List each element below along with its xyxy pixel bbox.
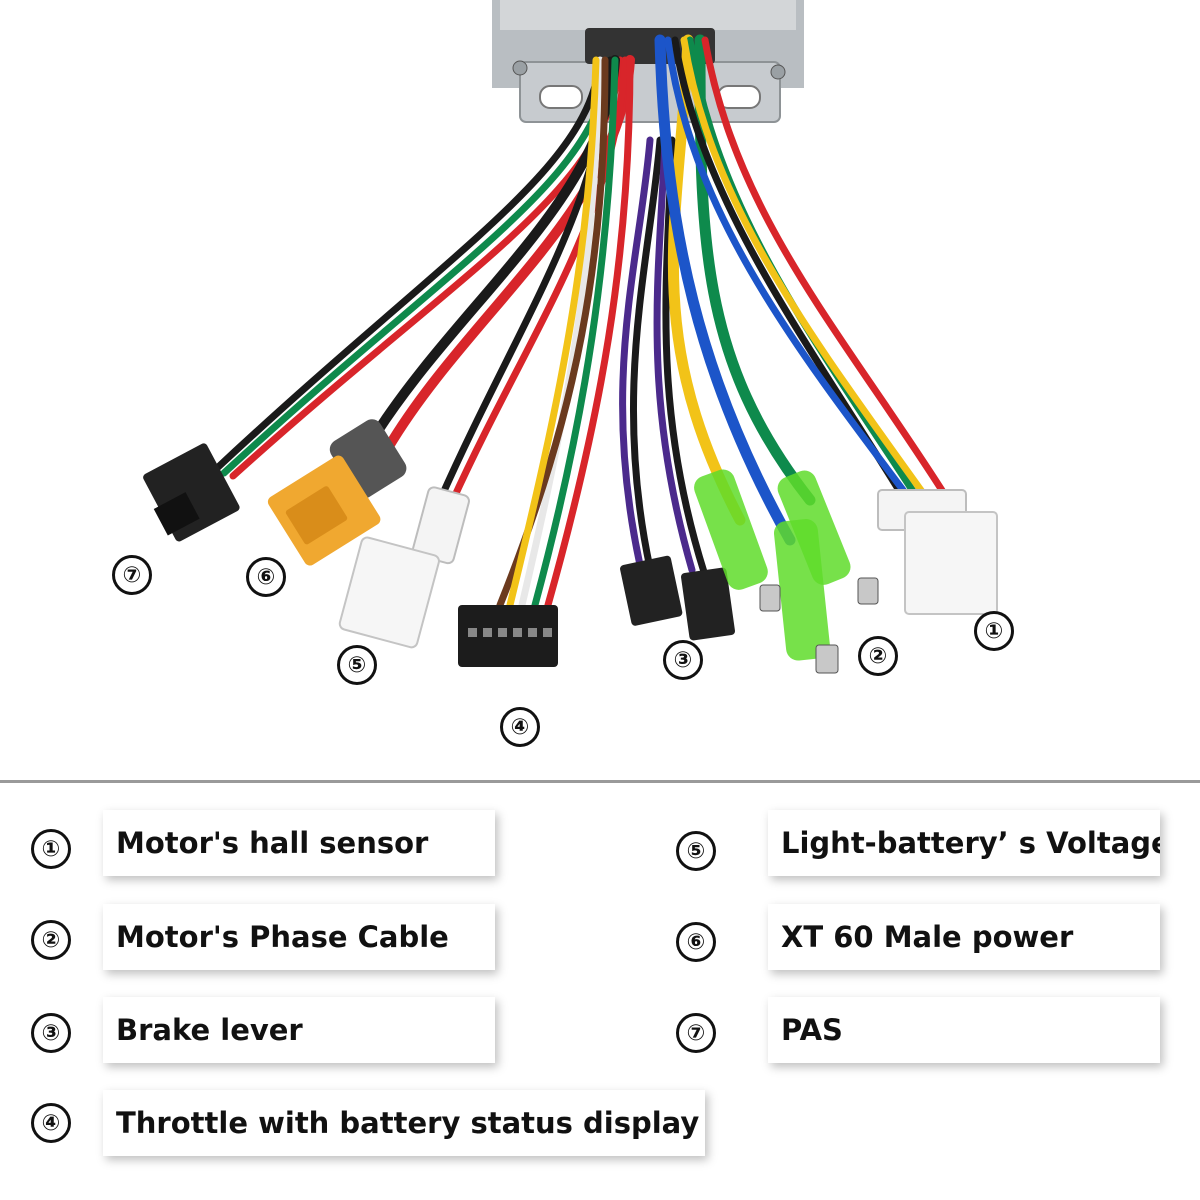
legend-num-5: ⑤ <box>676 831 716 871</box>
phase-connectors <box>694 469 879 674</box>
callout-6: ⑥ <box>246 557 286 597</box>
legend-num-4: ④ <box>31 1103 71 1143</box>
legend-num-7: ⑦ <box>676 1013 716 1053</box>
legend-text-3: Brake lever <box>103 997 495 1063</box>
legend-text-7: PAS <box>768 997 1160 1063</box>
wire-hall-blue <box>664 36 916 506</box>
callout-2: ② <box>858 636 898 676</box>
wire-brake-black-1 <box>629 136 664 572</box>
callout-5: ⑤ <box>337 645 377 685</box>
controller-wiring-photo <box>143 0 998 674</box>
throttle-connector <box>458 605 558 667</box>
wire-throttle-white <box>518 56 604 609</box>
wire-brake-purple-1 <box>619 136 654 569</box>
legend-num-6: ⑥ <box>676 922 716 962</box>
legend-num-2: ② <box>31 920 71 960</box>
wire-phase-blue <box>654 34 796 546</box>
wire-pas-black <box>211 56 604 474</box>
wire-hall-red <box>701 36 949 499</box>
legend-num-3: ③ <box>31 1013 71 1053</box>
legend-text-4: Throttle with battery status display <box>103 1090 705 1156</box>
legend-num-1: ① <box>31 829 71 869</box>
brake-connectors <box>620 555 735 641</box>
legend-text-6: XT 60 Male power <box>768 904 1160 970</box>
controller-box <box>492 0 804 123</box>
legend-text-2: Motor's Phase Cable <box>103 904 495 970</box>
wire-brake-purple-2 <box>653 136 696 574</box>
wire-throttle-red <box>544 56 634 609</box>
light-connector <box>338 486 470 649</box>
legend-text-1: Motor's hall sensor <box>103 810 495 876</box>
pas-connector <box>143 443 240 542</box>
wire-bundle <box>211 34 949 609</box>
wire-throttle-green <box>531 56 619 609</box>
callout-1: ① <box>974 611 1014 651</box>
wire-throttle-yellow <box>506 56 600 609</box>
section-divider <box>0 780 1200 783</box>
callout-4: ④ <box>500 707 540 747</box>
legend-text-5: Light-battery’ s Voltage <box>768 810 1160 876</box>
callout-3: ③ <box>663 640 703 680</box>
xt60-connector <box>267 419 407 566</box>
wire-light-red <box>448 56 629 506</box>
callout-7: ⑦ <box>112 555 152 595</box>
hall-connector <box>877 489 998 615</box>
wire-hall-yellow <box>680 36 932 504</box>
